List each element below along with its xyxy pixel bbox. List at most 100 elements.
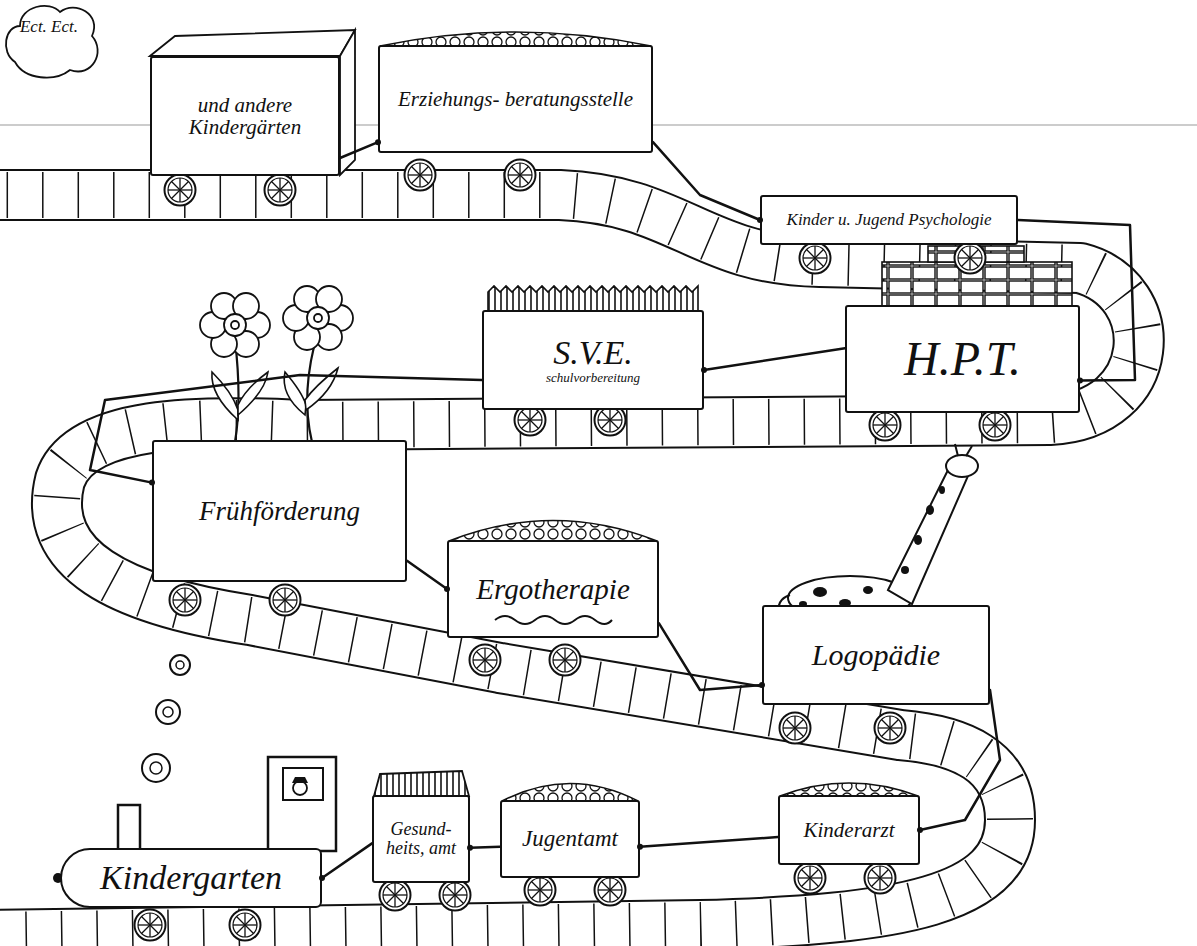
wagon-label: Frühförderung — [199, 497, 360, 525]
flower-leaf — [212, 372, 238, 420]
wheel — [980, 410, 1011, 441]
wagon-coupling — [340, 142, 378, 158]
wheel — [135, 910, 166, 941]
wheel — [870, 410, 901, 441]
flower-head — [200, 293, 270, 357]
wheel — [595, 875, 626, 906]
wagon-sublabel: schulvorbereitung — [546, 371, 640, 385]
cloud-note: Ect. Ect. — [18, 18, 80, 37]
wagon-coupling — [322, 843, 372, 878]
cargo-pencils — [488, 286, 698, 311]
cargo-sticks — [374, 771, 469, 796]
flowers — [200, 286, 353, 442]
flower-head — [283, 286, 353, 350]
smoke-cloud — [6, 6, 98, 78]
coupling-hook — [917, 827, 923, 833]
driver-head — [293, 781, 307, 795]
wheel — [780, 713, 811, 744]
coupling-hook — [467, 845, 473, 851]
driver-cap — [292, 777, 308, 783]
smoke-puff — [163, 707, 173, 717]
wheel — [405, 160, 436, 191]
wagon-label: Erziehungs- beratungsstelle — [398, 88, 633, 110]
smoke-puff — [142, 754, 170, 782]
coupling-hook — [149, 480, 155, 486]
wheel — [170, 585, 201, 616]
wheel — [230, 910, 261, 941]
wagon-label: Kindergarten — [100, 860, 282, 896]
giraffe-neck — [888, 470, 968, 604]
cargo-pile — [380, 32, 651, 46]
cargo-pile — [449, 521, 657, 542]
wagon-box: und andere Kindergärten — [150, 56, 340, 176]
wagon-side — [340, 30, 355, 175]
wagon-label: Kinder u. Jugend Psychologie — [787, 211, 992, 229]
wagon-coupling — [470, 847, 500, 848]
coupling-hook — [319, 875, 325, 881]
wagon-coupling — [920, 690, 1000, 830]
wagon-box: Erziehungs- beratungsstelle — [378, 45, 653, 153]
wagon-box: Jugentamt — [500, 800, 640, 878]
wagon-label: Kinderarzt — [803, 819, 894, 841]
coupling-hook — [1077, 378, 1083, 384]
wheel — [505, 160, 536, 191]
wagon-label: Logopädie — [812, 639, 940, 671]
wagon-roof — [150, 30, 355, 56]
wheel — [265, 175, 296, 206]
wagon-coupling — [653, 142, 760, 220]
wheel — [525, 875, 556, 906]
wheel — [875, 713, 906, 744]
wagon-coupling — [90, 375, 482, 483]
coupling-hook — [759, 682, 765, 688]
wagon-coupling — [1018, 220, 1135, 381]
giraffe-horn — [955, 444, 958, 456]
wheel — [440, 880, 471, 911]
driver-cab — [268, 757, 336, 851]
wagon-label: S.V.E. — [553, 335, 633, 371]
wagon-box: H.P.T. — [845, 305, 1080, 413]
wagon-label: und andere Kindergärten — [155, 94, 335, 138]
wagon-coupling — [704, 348, 845, 370]
wheel — [795, 863, 826, 894]
wagon-box: Kinderarzt — [778, 795, 920, 865]
wagon-label: Gesund- heits, amt — [377, 820, 465, 858]
wheel — [270, 585, 301, 616]
wheel — [955, 243, 986, 274]
wheel — [865, 863, 896, 894]
track-bed — [0, 195, 1139, 935]
wagon-box: Logopädie — [762, 605, 990, 705]
giraffe-head — [946, 455, 978, 477]
smoke-puff — [150, 762, 162, 774]
cargo-pile — [502, 784, 638, 802]
wavy-underline — [495, 616, 612, 624]
wheel — [800, 243, 831, 274]
cab-window — [283, 768, 323, 800]
coupling-hook — [375, 139, 381, 145]
wagon-label: Jugentamt — [522, 827, 618, 851]
coupling-hook — [637, 844, 643, 850]
giraffe-spots — [799, 486, 945, 607]
wagon-box: Gesund- heits, amt — [372, 795, 470, 883]
coupling-hook — [701, 367, 707, 373]
smoke-puffs — [142, 655, 190, 782]
track-rail — [0, 195, 1139, 935]
wagon-box: Ergotherapie — [447, 540, 659, 638]
smoke-puff — [170, 655, 190, 675]
wheels — [135, 160, 1011, 941]
wagon-coupling — [407, 561, 447, 589]
smoke-puff — [156, 700, 180, 724]
coupling-hook — [444, 586, 450, 592]
wagon-coupling — [640, 837, 778, 847]
flower-leaf — [284, 372, 306, 415]
wagon-coupling — [659, 623, 762, 690]
wagon-label: H.P.T. — [904, 334, 1021, 384]
wheel — [380, 880, 411, 911]
flower-leaf — [238, 372, 268, 415]
wagon-box: Kinder u. Jugend Psychologie — [760, 195, 1018, 245]
smoke-puff — [176, 661, 184, 669]
wheel — [550, 645, 581, 676]
track-ties — [0, 195, 1139, 935]
wheel — [470, 645, 501, 676]
